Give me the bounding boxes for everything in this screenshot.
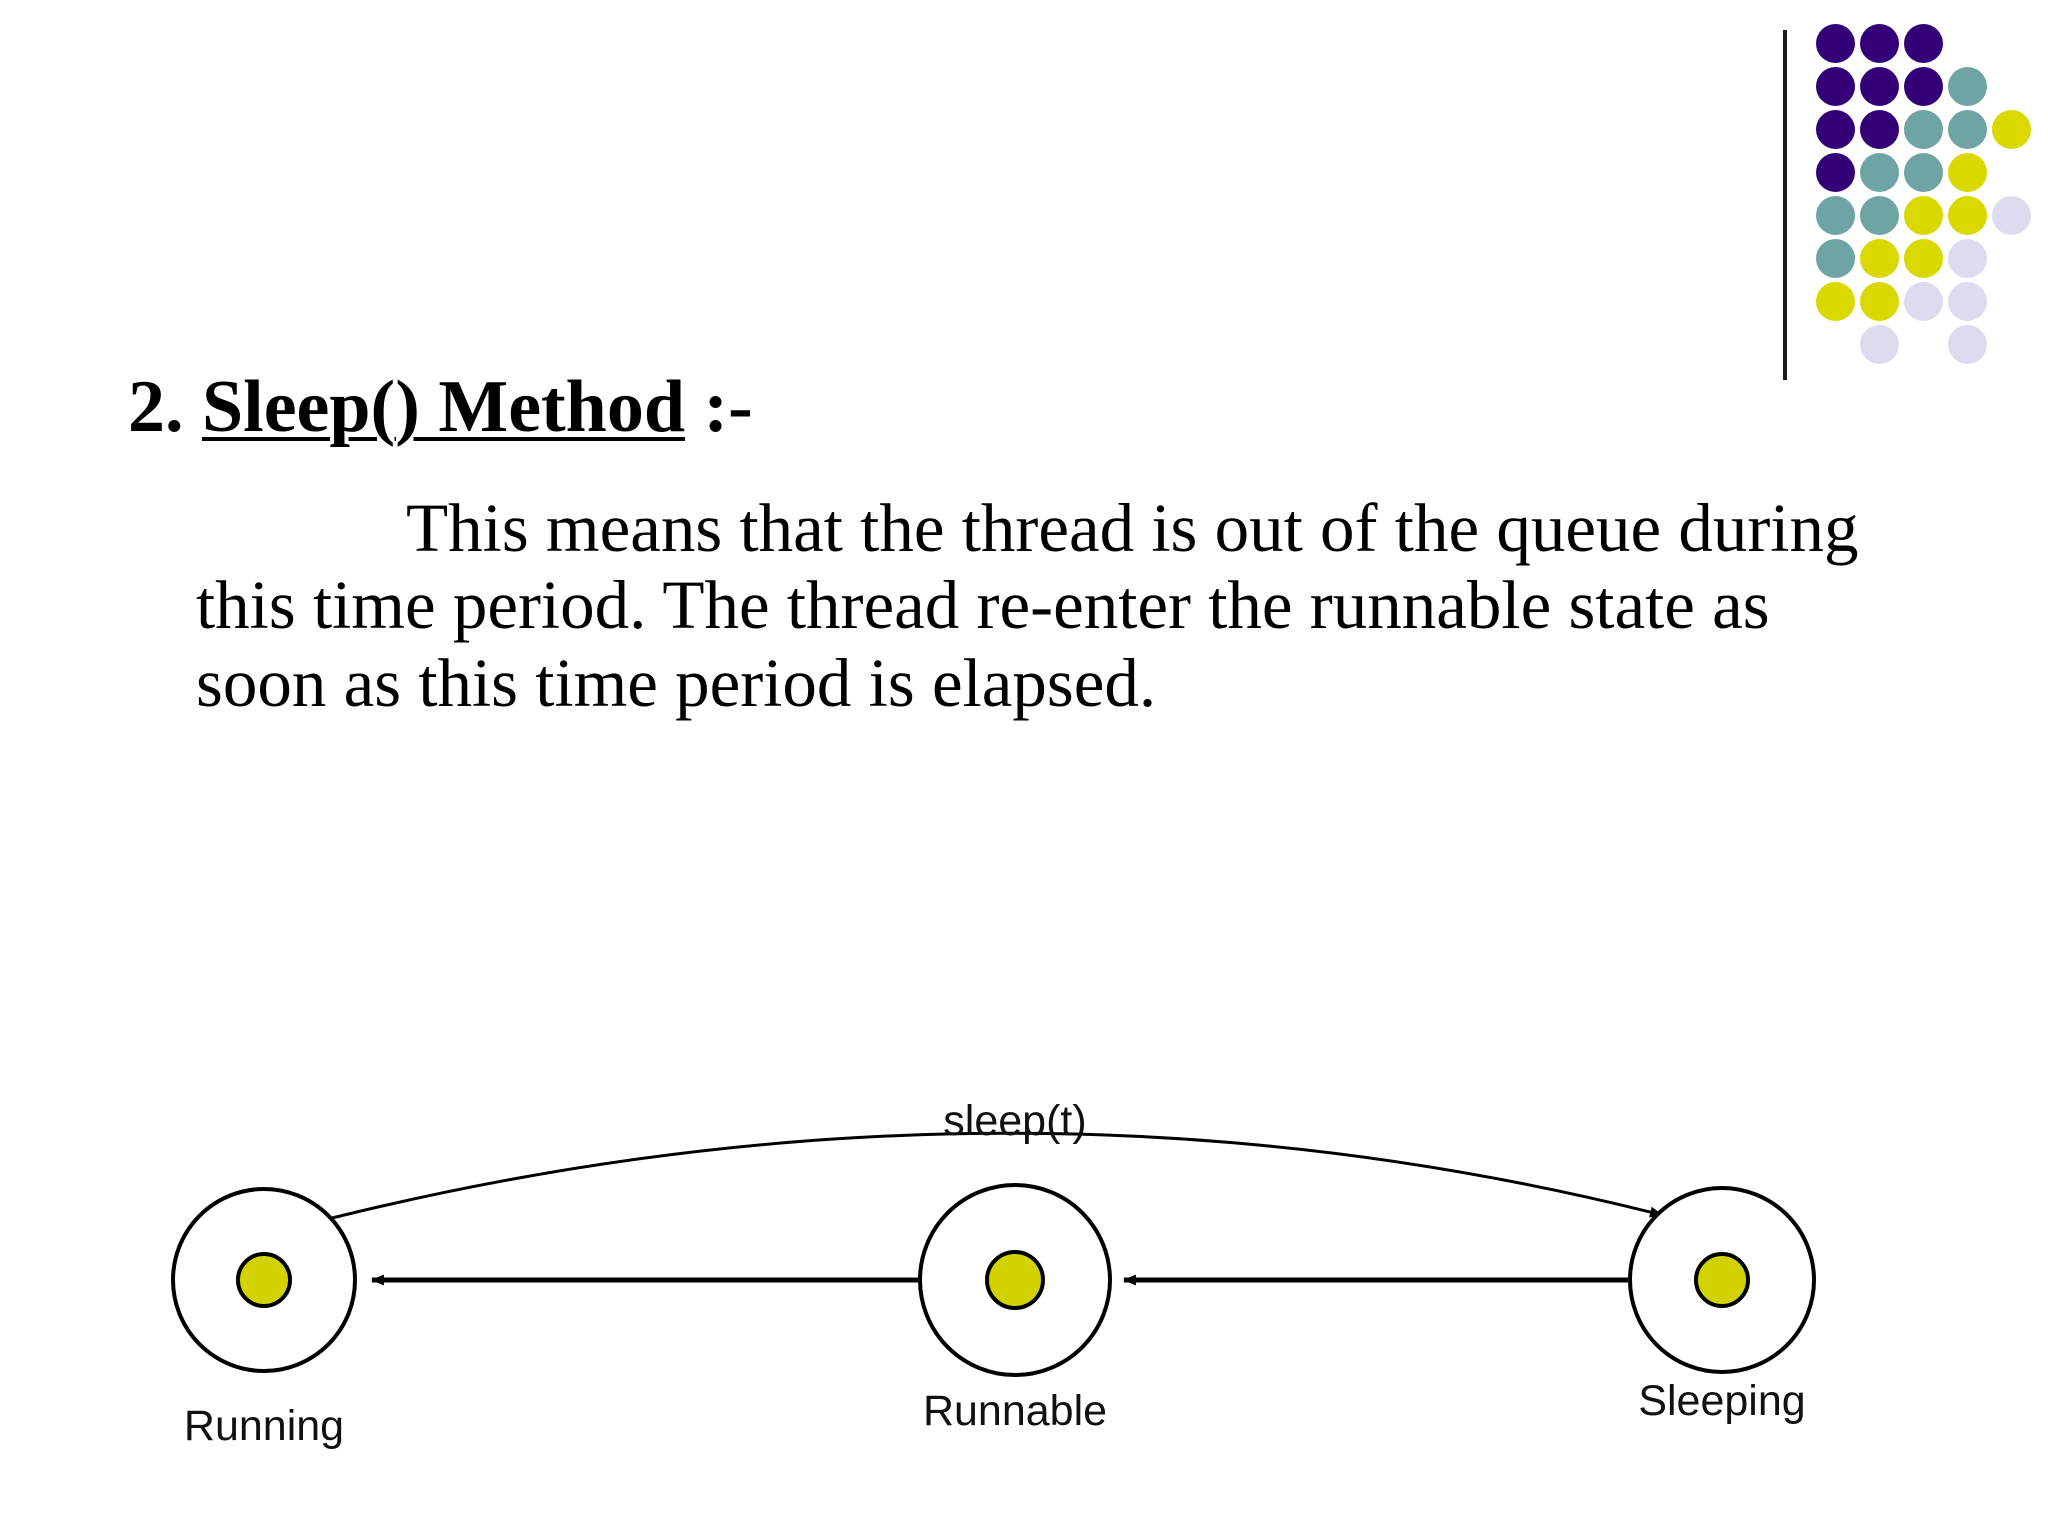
- dot-teal: [1860, 196, 1899, 235]
- dot-yellow: [1948, 153, 1987, 192]
- dot-purple: [1860, 110, 1899, 149]
- dot-lavender: [1860, 325, 1899, 364]
- sleeping-label: Sleeping: [1638, 1377, 1805, 1425]
- running-label: Running: [184, 1402, 344, 1450]
- dot-teal: [1948, 110, 1987, 149]
- dot-purple: [1904, 24, 1943, 63]
- sleep-edge-label: sleep(t): [943, 1097, 1086, 1145]
- state-node-running[interactable]: Running: [171, 1187, 357, 1450]
- dot-yellow: [1948, 196, 1987, 235]
- state-node-runnable[interactable]: Runnable: [918, 1183, 1112, 1435]
- runnable-inner-dot: [985, 1250, 1045, 1310]
- thread-state-diagram: sleep(t) Running Runnable Sleepin: [0, 960, 2048, 1536]
- sleeping-inner-dot: [1694, 1252, 1750, 1308]
- dot-purple: [1816, 110, 1855, 149]
- runnable-label: Runnable: [923, 1387, 1107, 1435]
- dot-lavender: [1948, 325, 1987, 364]
- running-inner-dot: [236, 1252, 292, 1308]
- body-paragraph: This means that the thread is out of the…: [196, 490, 1906, 722]
- dot-yellow: [1860, 282, 1899, 321]
- dot-teal: [1860, 153, 1899, 192]
- dot-teal: [1816, 239, 1855, 278]
- state-node-sleeping[interactable]: Sleeping: [1628, 1186, 1816, 1425]
- title-main: Sleep() Method: [202, 366, 685, 448]
- dot-lavender: [1904, 282, 1943, 321]
- dot-yellow: [1816, 282, 1855, 321]
- dot-purple: [1860, 24, 1899, 63]
- dot-yellow: [1904, 196, 1943, 235]
- body-paragraph-text: This means that the thread is out of the…: [196, 490, 1859, 721]
- vertical-rule: [1783, 30, 1787, 380]
- dot-lavender: [1948, 282, 1987, 321]
- dot-teal: [1904, 153, 1943, 192]
- sleep-edge: [331, 1131, 1663, 1220]
- dot-teal: [1816, 196, 1855, 235]
- page-title: 2. Sleep() Method :-: [128, 366, 753, 448]
- title-suffix: :-: [703, 366, 753, 448]
- dot-purple: [1816, 67, 1855, 106]
- dot-teal: [1948, 67, 1987, 106]
- dot-purple: [1904, 67, 1943, 106]
- dot-teal: [1904, 110, 1943, 149]
- dot-purple: [1860, 67, 1899, 106]
- dot-lavender: [1948, 239, 1987, 278]
- dot-lavender: [1992, 196, 2031, 235]
- dot-purple: [1816, 24, 1855, 63]
- dot-grid-decoration: [1770, 0, 2048, 400]
- dot-yellow: [1860, 239, 1899, 278]
- dot-yellow: [1904, 239, 1943, 278]
- dot-yellow: [1992, 110, 2031, 149]
- title-number: 2.: [128, 366, 184, 448]
- dot-purple: [1816, 153, 1855, 192]
